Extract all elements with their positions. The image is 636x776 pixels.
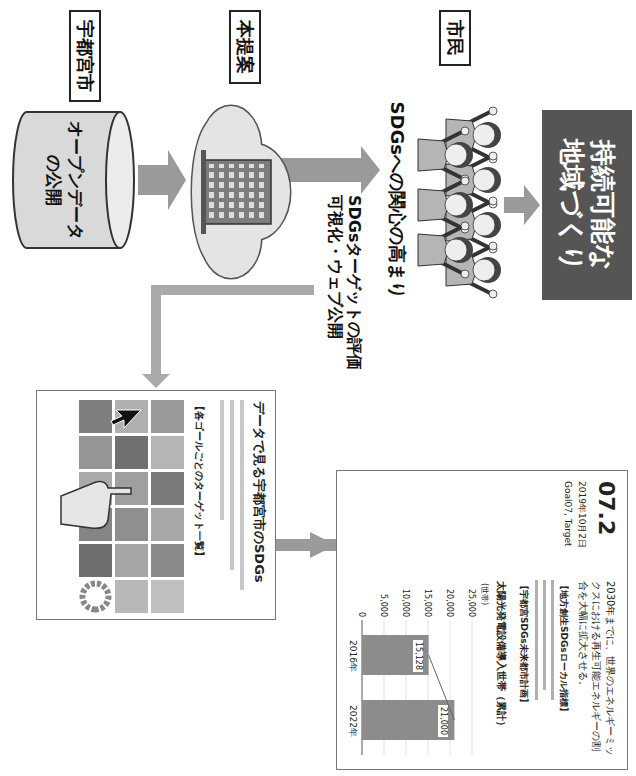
screen-text: Goal07, Target (562, 481, 573, 547)
bar (362, 700, 454, 740)
text-line (230, 400, 234, 570)
screenshot-one-art (61, 400, 244, 613)
node-label: 持続可能な 地域づくり (556, 120, 618, 290)
pointer-arrow (156, 290, 314, 374)
sdg-icon (79, 544, 112, 577)
screen-text: 【地方創生SDGsローカル指標】 (558, 581, 569, 716)
screen-text: 5,000 (378, 571, 388, 617)
screenshot-panel: データで見る宇都宮市のSDGs 【各ゴールごとのターゲット一覧】 (36, 390, 276, 620)
building (201, 150, 271, 234)
node-label: 市民 (444, 20, 466, 56)
sdg-icon (151, 580, 184, 613)
link-line (535, 580, 538, 700)
citizens (418, 107, 501, 298)
screen-text: 10,000 (400, 571, 410, 617)
sdg-icon (151, 400, 184, 433)
heading-tag: 宇都宮市 (69, 10, 101, 102)
sdg-icon (79, 436, 112, 469)
screen-text: 15,000 (422, 571, 432, 617)
sdg-icon (151, 472, 184, 505)
node-label: 宇都宮市 (74, 20, 96, 92)
screen-text: データで見る宇都宮市のSDGs (251, 401, 267, 583)
cloud (192, 106, 290, 278)
bar (362, 635, 429, 675)
sdg-icon (115, 508, 148, 541)
screen-text: 【各ゴールごとのターゲット一覧】 (193, 401, 205, 561)
building-body (204, 160, 271, 224)
flow-arrow (281, 146, 380, 194)
screen-text: 2022年 (347, 705, 358, 737)
cylinder-top (106, 112, 134, 248)
sdg-icon (151, 544, 184, 577)
cylinder-body (13, 112, 120, 248)
hand (61, 482, 131, 529)
screen-text: 25,000 (466, 571, 476, 617)
building-base (201, 150, 206, 234)
sdg-icon (151, 436, 184, 469)
caption-text: SDGsへの関心の高まり (386, 102, 408, 299)
flow-arrow (276, 539, 336, 551)
pointer-head (142, 374, 170, 388)
sdg-wheel (83, 584, 109, 610)
mouse-cursor (111, 410, 141, 428)
flow-arrow (138, 150, 186, 210)
screen-text: 21,000 (438, 705, 448, 737)
screenshot-two-art (362, 580, 554, 755)
sdg-icon (115, 580, 148, 613)
screenshot-panel: 07.2 2019年10月2日Goal07, Target 2030年までに、世界の… (336, 470, 628, 770)
screen-text: 15,128 (413, 640, 423, 672)
data-cylinder: オープンデータ の公開 (11, 110, 136, 250)
sdg-icon (151, 508, 184, 541)
grid-line (472, 620, 473, 755)
screen-text: 07.2 (593, 481, 619, 535)
screen-text: 2019年10月2日 (576, 481, 587, 548)
sdg-icon (79, 400, 112, 433)
flow-arrow (504, 185, 540, 225)
heading-tag: 市民 (439, 10, 471, 66)
node-label: 本提案 (234, 20, 256, 74)
building-windows (208, 164, 266, 220)
sdg-icon (115, 544, 148, 577)
text-line (240, 400, 244, 590)
screen-text: 2016年 (347, 640, 358, 672)
goal-box: 持続可能な 地域づくり (542, 110, 632, 300)
screen-text: 0 (356, 571, 366, 617)
person (418, 222, 473, 278)
heading-tag: 本提案 (229, 10, 261, 84)
node-label: オープンデータ の公開 (43, 118, 86, 242)
screen-text: 2030年までに、世界のエネルギーミックスにおける再生可能エネルギーの割合を大幅… (577, 581, 618, 759)
screen-text: 20,000 (444, 571, 454, 617)
link-line (543, 580, 546, 690)
screen-text: (世帯) (479, 583, 489, 605)
sdg-icon (115, 436, 148, 469)
screen-text: 太陽光発電設備導入世帯（累計） (495, 581, 507, 731)
text-line (220, 400, 224, 520)
person (418, 127, 473, 183)
screen-text: 【宇都宮SDGs未来都市計画】 (518, 581, 529, 707)
link-line (551, 580, 554, 700)
caption-text: SDGsターゲットの評価 可視化・ウェブ公開 (326, 195, 364, 380)
